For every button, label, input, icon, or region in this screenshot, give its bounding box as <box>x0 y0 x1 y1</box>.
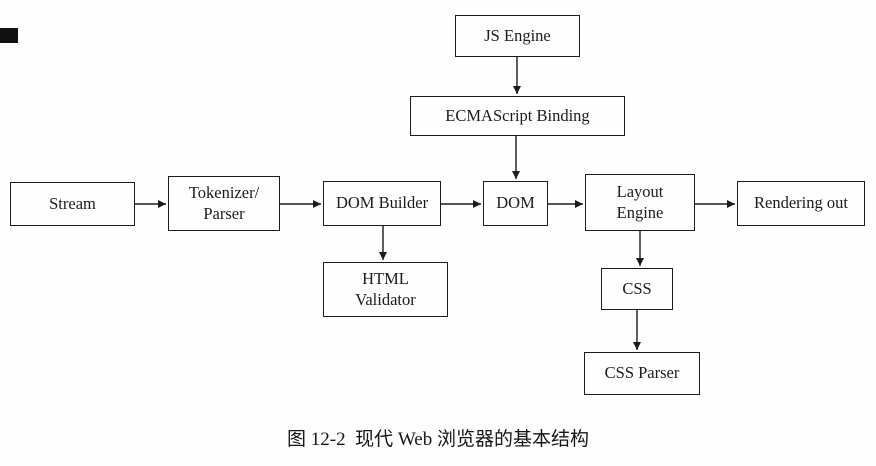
node-dom: DOM <box>483 181 548 226</box>
node-layout-engine: Layout Engine <box>585 174 695 231</box>
node-rendering-out: Rendering out <box>737 181 865 226</box>
node-html-validator: HTML Validator <box>323 262 448 317</box>
node-tokenizer-parser: Tokenizer/ Parser <box>168 176 280 231</box>
node-dom-builder: DOM Builder <box>323 181 441 226</box>
scan-artifact <box>0 28 18 43</box>
node-ecmascript-binding: ECMAScript Binding <box>410 96 625 136</box>
node-js-engine: JS Engine <box>455 15 580 57</box>
node-css-parser: CSS Parser <box>584 352 700 395</box>
node-stream: Stream <box>10 182 135 226</box>
figure-caption: 图 12-2 现代 Web 浏览器的基本结构 <box>287 429 589 450</box>
node-css: CSS <box>601 268 673 310</box>
